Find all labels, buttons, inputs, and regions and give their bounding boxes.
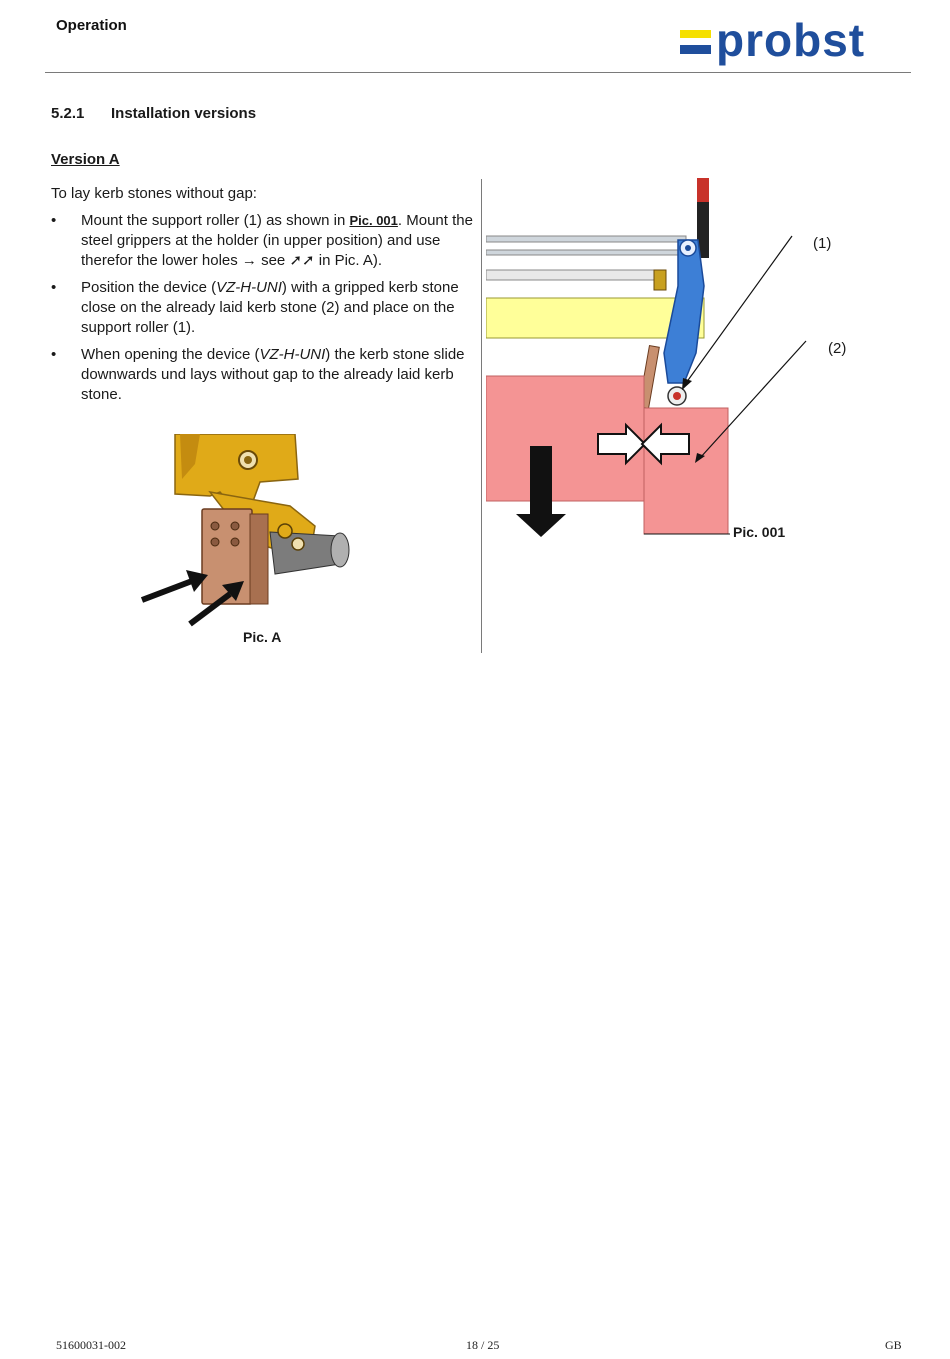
- list-item-text: Position the device (: [81, 279, 217, 296]
- list-item: • Mount the support roller (1) as shown i…: [51, 211, 476, 271]
- device-name: VZ-H-UNI: [216, 279, 282, 296]
- section-title: Installation versions: [111, 105, 257, 122]
- list-item: • When opening the device (VZ-H-UNI) the …: [51, 345, 476, 405]
- instruction-list: • Mount the support roller (1) as shown i…: [51, 211, 476, 412]
- list-item-text: ) with a gripped kerb stone close on the…: [81, 279, 459, 336]
- callout-label-2: (2): [828, 340, 847, 357]
- section-number: 5.2.1: [51, 105, 85, 122]
- intro-text: To lay kerb stones without gap:: [51, 185, 257, 202]
- device-name: VZ-H-UNI: [259, 346, 326, 363]
- header-divider: [45, 72, 911, 73]
- header-title: Operation: [56, 17, 127, 34]
- pic-a-caption: Pic. A: [243, 629, 282, 645]
- arrow-icon: [188, 581, 244, 627]
- arrow-icon: [140, 570, 208, 603]
- leader-line-1: [682, 235, 793, 390]
- list-item-text: . Mount the steel grippers at the holder…: [81, 212, 473, 269]
- pic-001-illustration: [486, 178, 807, 537]
- list-item-text: ) the kerb stone slide downwards und lay…: [81, 346, 465, 403]
- callout-label-1: (1): [813, 235, 832, 252]
- svg-text:probst: probst: [716, 20, 865, 66]
- footer-doc-number: 51600031-002: [56, 1338, 126, 1352]
- down-arrow-icon: [516, 446, 566, 537]
- compression-arrows-icon: [597, 422, 690, 466]
- leader-line-2: [695, 340, 807, 463]
- list-item-text: Mount the support roller (1) as shown in: [81, 212, 350, 229]
- list-item: • Position the device (VZ-H-UNI) with a g…: [51, 278, 476, 338]
- pic-001-reference: Pic. 001: [349, 213, 398, 228]
- bullet-icon: •: [51, 279, 57, 296]
- footer-language: GB: [885, 1338, 902, 1352]
- bullet-icon: •: [51, 212, 57, 229]
- footer-page-number: 18 / 25: [466, 1338, 500, 1352]
- bullet-icon: •: [51, 346, 57, 363]
- pic-001-caption: Pic. 001: [733, 524, 786, 540]
- pic-a-illustration: [140, 434, 350, 627]
- version-heading: Version A: [51, 151, 120, 168]
- column-divider: [481, 179, 482, 653]
- probst-logo: probst: [680, 20, 865, 66]
- list-item-text: When opening the device (: [81, 346, 260, 363]
